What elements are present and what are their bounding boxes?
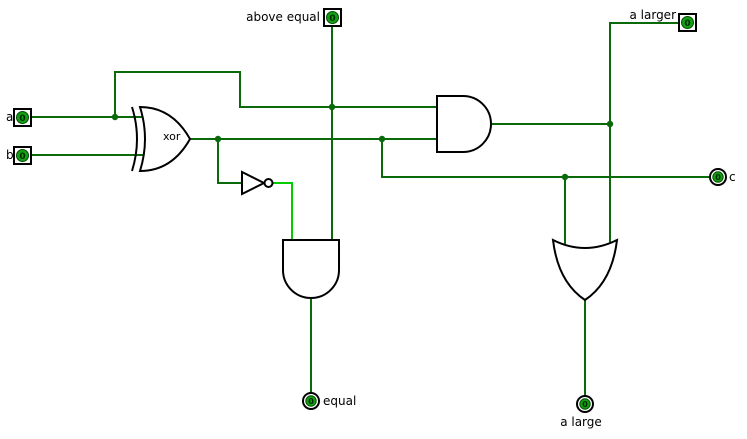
xor-gate-back-arc <box>131 106 138 172</box>
and-gate-top[interactable] <box>436 95 492 153</box>
junction-dot <box>561 173 569 181</box>
pin-equal[interactable]: 0 <box>302 392 320 410</box>
wires <box>30 22 711 397</box>
junction-dot <box>606 120 614 128</box>
pin-c-label: c <box>729 170 736 184</box>
pin-disc <box>16 149 29 162</box>
pin-b-value: 0 <box>19 152 25 162</box>
pin-a-larger-value: 0 <box>684 19 690 29</box>
junction-dot <box>328 103 336 111</box>
pin-c[interactable]: 0 <box>709 168 727 186</box>
pin-a-large[interactable]: 0 <box>576 395 594 413</box>
pin-disc <box>712 171 724 183</box>
pin-a-larger-label: a larger <box>629 8 676 22</box>
pin-above-equal-label: above equal <box>246 10 320 24</box>
pin-disc <box>579 398 591 410</box>
or-gate-body <box>551 238 619 302</box>
pin-disc <box>16 111 29 124</box>
junction-dot <box>214 135 222 143</box>
not-gate-bubble <box>263 178 274 188</box>
pin-disc <box>305 395 317 407</box>
pin-b-label: b <box>6 148 14 162</box>
xor-gate[interactable]: xor <box>131 105 192 173</box>
and-gate-top-body <box>436 95 492 153</box>
pin-a[interactable]: 0 <box>13 108 32 127</box>
or-gate[interactable] <box>551 238 619 302</box>
not-gate[interactable] <box>241 170 274 196</box>
pin-c-value: 0 <box>715 173 721 182</box>
pin-a-value: 0 <box>19 114 25 124</box>
and-gate-bottom[interactable] <box>282 239 340 299</box>
not-gate-body <box>241 170 267 196</box>
pin-a-large-value: 0 <box>582 400 588 409</box>
pin-above-equal[interactable]: 0 <box>323 8 342 27</box>
pin-disc <box>326 11 339 24</box>
xor-gate-body <box>138 105 192 173</box>
pin-a-larger[interactable]: 0 <box>678 13 697 32</box>
junction-dot <box>378 135 386 143</box>
junctions <box>111 103 614 181</box>
pin-disc <box>681 16 694 29</box>
pin-equal-value: 0 <box>308 397 314 406</box>
pin-a-large-label: a large <box>560 415 602 429</box>
pin-above-equal-value: 0 <box>329 14 335 24</box>
pin-a-label: a <box>6 110 13 124</box>
xor-gate-label: xor <box>163 130 181 143</box>
pin-equal-label: equal <box>323 394 356 408</box>
and-gate-bottom-body <box>282 239 340 299</box>
junction-dot <box>111 113 119 121</box>
pin-b[interactable]: 0 <box>13 146 32 165</box>
